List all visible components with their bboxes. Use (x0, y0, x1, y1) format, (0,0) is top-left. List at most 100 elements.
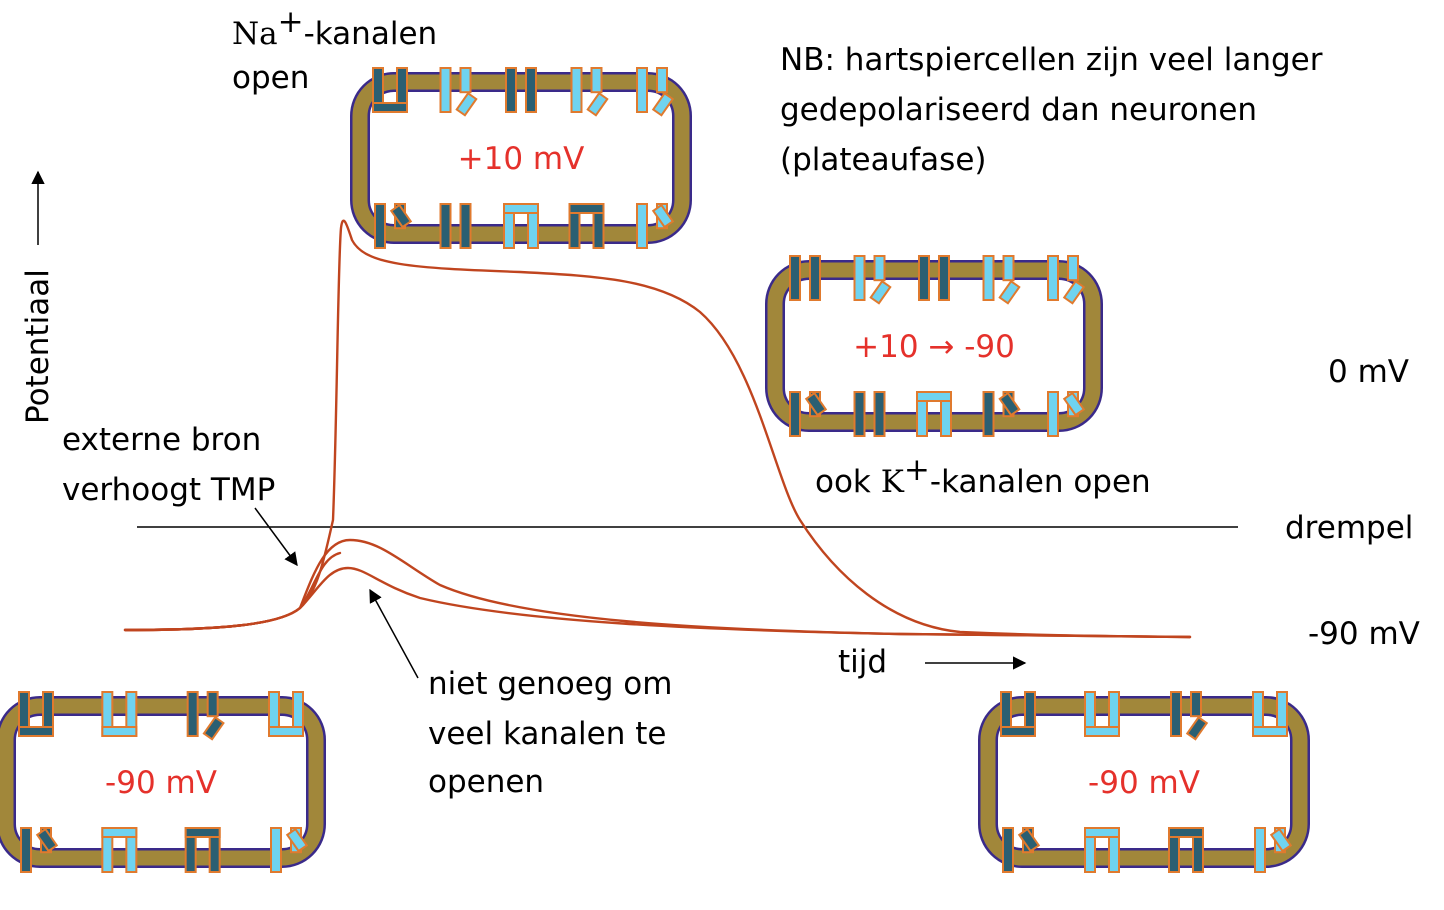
zero-mv-label: 0 mV (1328, 354, 1409, 390)
cell-interior (18, 718, 304, 846)
channel-gate-icon (35, 827, 59, 853)
ion-channel-icon (918, 255, 930, 301)
ion-channel-icon (1002, 827, 1014, 873)
nb-note-line3: (plateaufase) (780, 142, 986, 178)
threshold-label: drempel (1285, 510, 1413, 546)
y-axis-label: Potentiaal (20, 269, 56, 424)
ion-channel-icon (1170, 691, 1182, 737)
ion-channel-icon (982, 391, 995, 437)
not-enough-line3: openen (428, 764, 544, 800)
ion-channel-icon (982, 255, 995, 301)
cell-membrane-fill (352, 74, 690, 242)
channel-gate-icon (998, 391, 1021, 417)
not-enough-arrow (369, 588, 419, 679)
external-source-line2: verhoogt TMP (62, 472, 275, 508)
channel-gate-icon (568, 203, 605, 214)
ion-channel-icon (636, 67, 648, 113)
ion-channel-icon (789, 255, 801, 301)
ion-channel-icon (459, 67, 472, 94)
ion-channel-icon (809, 255, 821, 301)
ion-channel-icon (459, 203, 472, 249)
ion-channel-icon (873, 391, 886, 437)
nb-note-line2: gedepolariseerd dan neuronen (780, 92, 1257, 128)
ion-channel-icon (570, 67, 583, 113)
cell-membrane-fill (0, 698, 324, 866)
ion-channel-icon (186, 691, 199, 737)
subthreshold-curve-high (123, 538, 1192, 639)
na-channels-label: Na+-kanalen (232, 4, 437, 52)
channel-gate-icon (1017, 827, 1041, 853)
cell-top: +10 mV (350, 67, 692, 249)
ion-channel-icon (590, 67, 603, 94)
channel-gate-icon (1252, 726, 1288, 737)
ion-channel-icon (1002, 255, 1015, 282)
k-channels-label: ook K+-kanalen open (815, 452, 1151, 500)
channel-gate-icon (101, 726, 138, 737)
ion-channel-icon (1190, 691, 1202, 718)
ion-channel-icon (789, 391, 801, 437)
ion-channel-icon (1047, 391, 1059, 437)
ion-channel-icon (873, 255, 886, 282)
nb-note-line1: NB: hartspiercellen zijn veel langer (780, 42, 1323, 78)
channel-gate-icon (1084, 827, 1120, 838)
not-enough-line2: veel kanalen te (428, 716, 666, 752)
channel-gate-icon (372, 102, 408, 113)
channel-gate-icon (651, 91, 675, 117)
cell-voltage-label: -90 mV (1088, 765, 1200, 801)
potential-curves (123, 219, 1192, 639)
ion-channel-icon (938, 255, 950, 301)
channel-gate-icon (869, 279, 892, 305)
ion-channel-icon (1047, 255, 1059, 301)
channel-gate-icon (1168, 827, 1204, 838)
ion-channel-icon (439, 203, 452, 249)
channel-gate-icon (268, 726, 304, 737)
channel-gate-icon (998, 279, 1021, 305)
channel-gate-icon (503, 203, 539, 214)
channel-gate-icon (184, 827, 221, 838)
ion-channel-icon (1067, 255, 1079, 282)
channel-gate-icon (1269, 827, 1293, 853)
na-open-label: open (232, 60, 309, 96)
ion-channel-icon (636, 203, 648, 249)
ion-channel-icon (525, 67, 537, 113)
ion-channel-icon (374, 203, 386, 249)
channel-gate-icon (1084, 726, 1120, 737)
ion-channel-icon (505, 67, 517, 113)
time-label: tijd (838, 644, 887, 680)
external-source-line1: externe bron (62, 422, 261, 458)
ion-channel-icon (853, 255, 866, 301)
minus90-label: -90 mV (1308, 616, 1420, 652)
ion-channel-icon (439, 67, 452, 113)
external-source-arrow (254, 507, 298, 567)
cell-bottom-left: -90 mV (0, 691, 326, 873)
cell-membrane-fill (980, 698, 1308, 866)
channel-gate-icon (285, 827, 309, 853)
channel-gate-icon (651, 203, 675, 229)
cell-voltage-label: +10 → -90 (853, 329, 1015, 365)
cell-voltage-label: -90 mV (105, 765, 217, 801)
ion-channel-icon (206, 691, 219, 718)
channel-gate-icon (1062, 279, 1086, 305)
ion-channel-icon (656, 67, 668, 94)
cell-bottom-right: -90 mV (978, 691, 1310, 873)
subthreshold-curve-low (123, 566, 1192, 639)
ion-channel-icon (270, 827, 282, 873)
channel-gate-icon (389, 203, 413, 229)
channel-gate-icon (804, 391, 828, 417)
channel-gate-icon (1000, 726, 1036, 737)
channel-gate-icon (18, 726, 54, 737)
channel-gate-icon (586, 91, 609, 117)
cell-interior (1000, 718, 1288, 846)
ion-channel-icon (20, 827, 32, 873)
ion-channel-icon (1254, 827, 1266, 873)
cell-interior (787, 282, 1081, 410)
cell-voltage-label: +10 mV (458, 141, 585, 177)
ion-channel-icon (853, 391, 866, 437)
channel-gate-icon (1185, 715, 1209, 741)
channel-gate-icon (1062, 391, 1086, 417)
not-enough-line1: niet genoeg om (428, 666, 672, 702)
channel-gate-icon (101, 827, 138, 838)
cell-interior (372, 94, 670, 222)
